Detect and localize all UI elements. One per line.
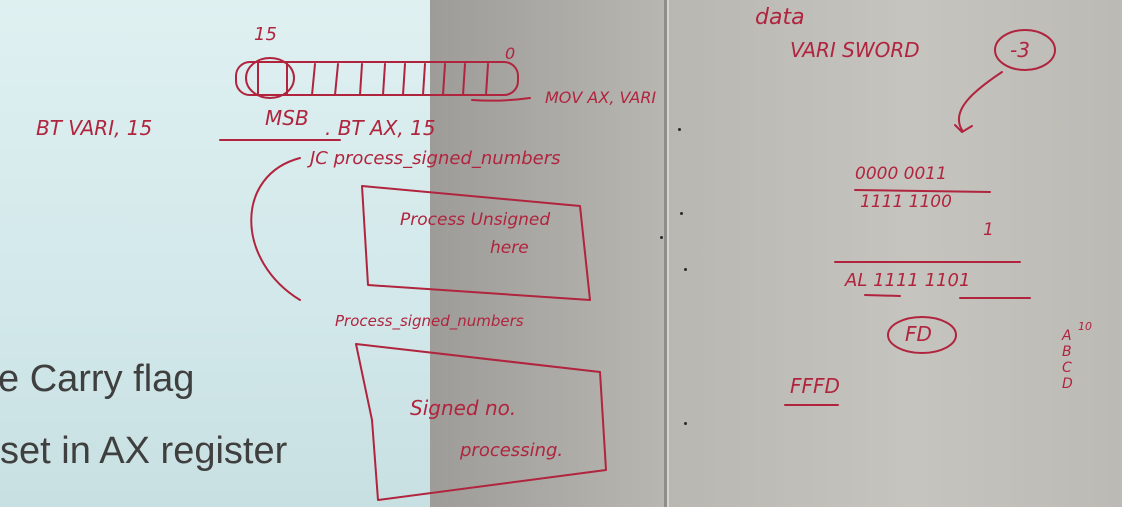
- board-seam-highlight: [667, 0, 669, 507]
- bit-15-label: 15: [254, 24, 277, 45]
- slide-line-ax-register: set in AX register: [0, 430, 288, 472]
- board-seam: [664, 0, 667, 507]
- hex-fffd: FFFD: [790, 374, 840, 398]
- signed-numbers-label: Process_signed_numbers: [335, 312, 524, 330]
- board-dot: [680, 212, 683, 215]
- hex-ten: 10: [1078, 320, 1092, 333]
- hex-letter-a: A: [1062, 328, 1072, 344]
- hex-fd: FD: [905, 322, 932, 346]
- msb-circle: [245, 57, 295, 99]
- slide-line-carry-flag: e Carry flag: [0, 358, 195, 400]
- whiteboard-surface: [430, 0, 1122, 507]
- hex-letter-d: D: [1062, 376, 1073, 392]
- unsigned-note-line2: here: [490, 238, 529, 258]
- register-box: [235, 61, 519, 96]
- jc-instruction: JC process_signed_numbers: [310, 148, 561, 169]
- binary-result: AL 1111 1101: [845, 270, 971, 291]
- hex-letter-c: C: [1062, 360, 1072, 376]
- vari-declaration: VARI SWORD: [790, 38, 920, 62]
- board-dot: [684, 422, 687, 425]
- hex-letter-b: B: [1062, 344, 1072, 360]
- plus-one: 1: [983, 220, 994, 240]
- negative-three-value: -3: [1010, 38, 1030, 62]
- bt-ax-instruction: . BT AX, 15: [325, 116, 436, 140]
- board-dot: [660, 236, 663, 239]
- msb-label: MSB: [265, 106, 309, 130]
- board-dot: [678, 128, 681, 131]
- mov-instruction: MOV AX, VARI: [545, 88, 657, 107]
- unsigned-box: [361, 185, 591, 301]
- signed-note-line1: Signed no.: [410, 396, 517, 420]
- projected-slide: [0, 0, 430, 507]
- signed-box: [355, 343, 607, 501]
- bit-0-label: 0: [505, 44, 516, 63]
- data-directive: data: [755, 5, 805, 30]
- binary-three: 0000 0011: [855, 164, 947, 184]
- unsigned-note-line1: Process Unsigned: [400, 210, 551, 230]
- binary-complement: 1111 1100: [860, 192, 952, 212]
- bt-vari-instruction: BT VARI, 15: [36, 116, 153, 140]
- board-dot: [684, 268, 687, 271]
- signed-note-line2: processing.: [460, 440, 564, 461]
